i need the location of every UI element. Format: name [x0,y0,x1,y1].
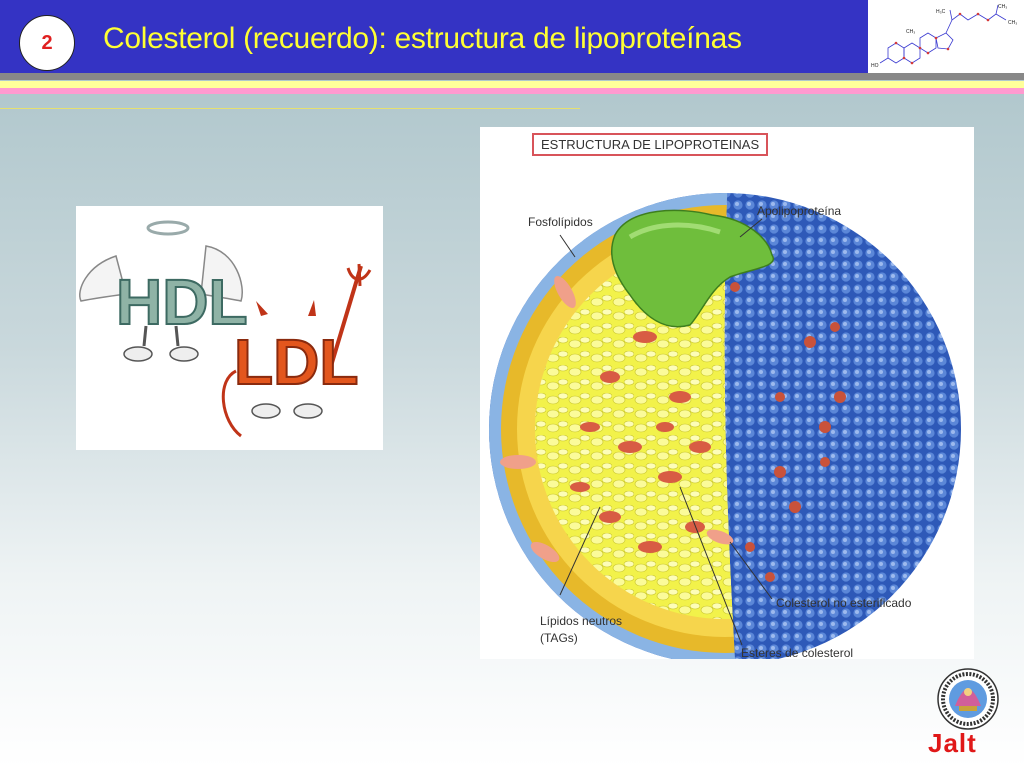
label-esteres-colesterol: Esteres de colesterol [741,646,854,660]
molecule-label-ho: HO [871,63,879,69]
label-lipidos-neutros: Lípidos neutros [540,614,623,628]
header-divider-gray [0,73,1024,80]
molecule-label-ch3-a: CH₃ [906,29,915,35]
author-signature: Jalt [928,728,977,758]
hdl-ldl-cartoon: HDL LDL [76,206,383,450]
header-divider-yellow [0,81,1024,88]
molecule-label-ch3-b: CH₃ [998,4,1007,10]
label-apolipoproteina: Apolipoproteína [757,204,842,218]
cholesterol-molecule-icon: H₃C CH₃ CH₃ CH₃ HO [868,0,1024,73]
lipoprotein-diagram: ESTRUCTURA DE LIPOPROTEINAS [480,127,974,660]
label-fosfolipidos: Fosfolípidos [528,215,593,229]
ldl-text: LDL [234,326,358,398]
header-divider-pink [0,88,1024,94]
molecule-label-ch3-c: CH₃ [1008,20,1017,26]
hdl-text: HDL [116,266,248,338]
title-bar: 2 Colesterol (recuerdo): estructura de l… [0,0,868,73]
diagram-title: ESTRUCTURA DE LIPOPROTEINAS [532,133,769,156]
slide-title: Colesterol (recuerdo): estructura de lip… [103,22,742,55]
label-colesterol-no-esterificado: Colesterol no esterificado [776,596,912,610]
university-seal-icon [937,668,999,730]
label-tags: (TAGs) [540,631,578,645]
molecule-label-h3c: H₃C [936,9,946,15]
header-underline [0,108,580,109]
slide-number: 2 [19,15,75,71]
